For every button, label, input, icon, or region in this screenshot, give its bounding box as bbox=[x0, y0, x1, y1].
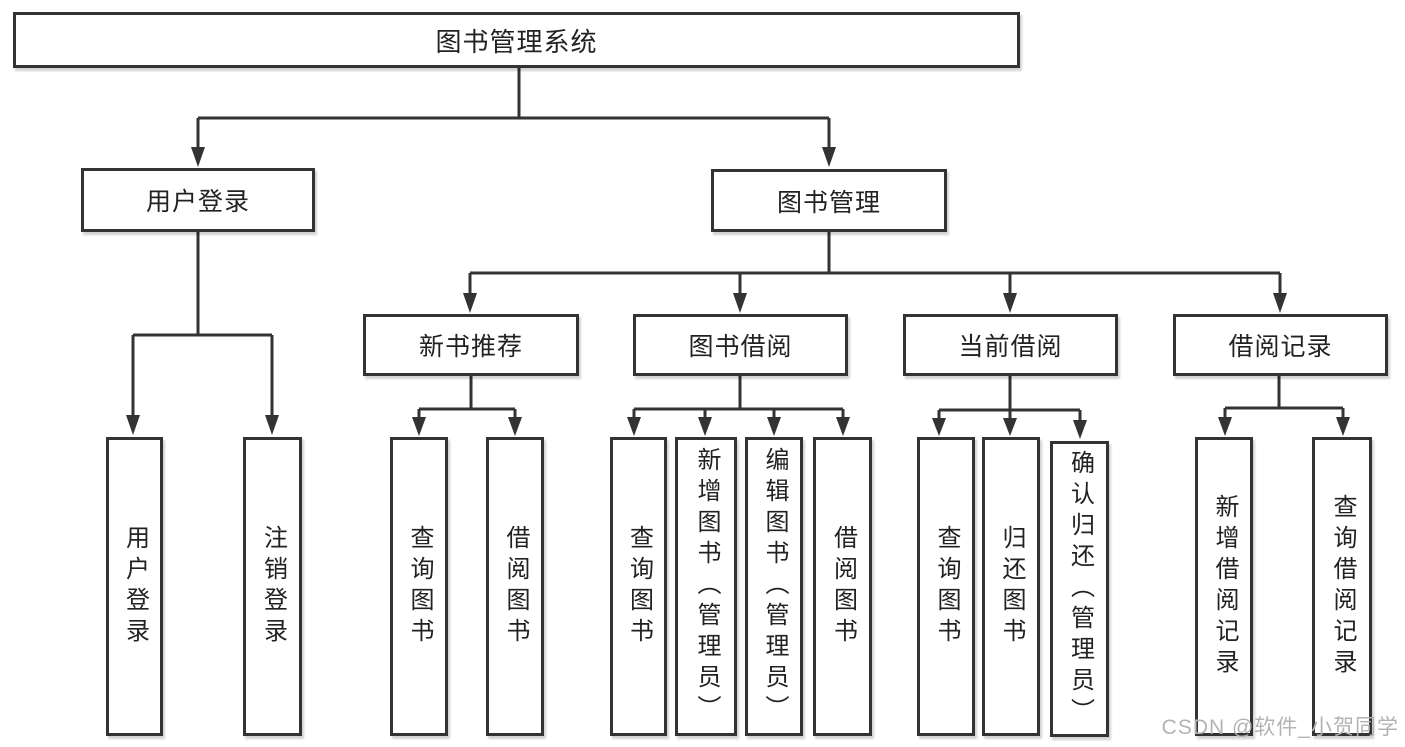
leaf-edit-books-admin: 编辑图书（管理员） bbox=[745, 437, 803, 736]
leaf-borrow-books-newbook: 借阅图书 bbox=[486, 437, 544, 736]
connector-book-borrow-branch bbox=[627, 376, 850, 436]
node-label: 借阅图书 bbox=[829, 524, 857, 649]
node-root-system: 图书管理系统 bbox=[13, 12, 1020, 68]
node-user-login: 用户登录 bbox=[81, 168, 315, 232]
node-label: 新增图书（管理员） bbox=[693, 447, 720, 726]
connector-new-book-branch bbox=[412, 376, 522, 436]
node-book-mgmt: 图书管理 bbox=[711, 169, 947, 232]
node-label: 新增借阅记录 bbox=[1211, 493, 1238, 680]
arrowhead-icon bbox=[836, 417, 850, 436]
connector-book-mgmt-branch bbox=[463, 232, 1287, 313]
connector-borrow-record-branch bbox=[1218, 376, 1350, 436]
arrowhead-icon bbox=[126, 415, 140, 435]
node-borrow-record: 借阅记录 bbox=[1173, 314, 1388, 376]
leaf-query-borrow-record: 查询借阅记录 bbox=[1312, 437, 1372, 736]
arrowhead-icon bbox=[265, 415, 279, 435]
node-label: 用户登录 bbox=[121, 524, 149, 649]
node-label: 借阅图书 bbox=[502, 524, 529, 649]
node-label: 查询图书 bbox=[933, 524, 960, 649]
arrowhead-icon bbox=[1273, 293, 1287, 313]
arrowhead-icon bbox=[508, 417, 522, 436]
leaf-return-books: 归还图书 bbox=[982, 437, 1040, 736]
arrowhead-icon bbox=[1003, 418, 1017, 436]
arrowhead-icon bbox=[822, 147, 836, 167]
node-current-borrow: 当前借阅 bbox=[903, 314, 1118, 376]
leaf-add-books-admin: 新增图书（管理员） bbox=[675, 437, 737, 736]
node-label: 借阅记录 bbox=[1228, 333, 1333, 361]
arrowhead-icon bbox=[1003, 293, 1017, 313]
node-book-borrow: 图书借阅 bbox=[633, 314, 848, 376]
csdn-watermark: CSDN @软件_小贺同学 bbox=[1161, 716, 1399, 739]
node-label: 图书借阅 bbox=[688, 333, 793, 361]
leaf-query-books-newbook: 查询图书 bbox=[390, 437, 448, 736]
arrowhead-icon bbox=[1073, 420, 1087, 439]
arrowhead-icon bbox=[932, 418, 946, 436]
node-label: 注销登录 bbox=[259, 524, 287, 649]
node-label: 编辑图书（管理员） bbox=[761, 447, 788, 726]
leaf-add-borrow-record: 新增借阅记录 bbox=[1195, 437, 1253, 736]
node-label: 查询图书 bbox=[625, 524, 653, 649]
connector-user-login-branch bbox=[126, 232, 279, 435]
node-label: 查询图书 bbox=[406, 524, 433, 649]
leaf-user-login: 用户登录 bbox=[106, 437, 163, 736]
node-label: 图书管理系统 bbox=[435, 26, 598, 57]
arrowhead-icon bbox=[698, 417, 712, 436]
arrowhead-icon bbox=[463, 293, 477, 313]
arrowhead-icon bbox=[733, 293, 747, 313]
node-label: 确认归还（管理员） bbox=[1066, 449, 1094, 729]
leaf-logout: 注销登录 bbox=[243, 437, 302, 736]
leaf-borrow-books: 借阅图书 bbox=[813, 437, 872, 736]
arrowhead-icon bbox=[191, 147, 205, 167]
arrowhead-icon bbox=[627, 417, 641, 436]
connector-root-to-level1 bbox=[191, 68, 836, 167]
node-label: 用户登录 bbox=[145, 188, 250, 216]
connector-current-borrow-branch bbox=[932, 376, 1087, 439]
arrowhead-icon bbox=[1218, 417, 1232, 436]
node-label: 当前借阅 bbox=[958, 333, 1063, 361]
node-label: 新书推荐 bbox=[418, 333, 523, 361]
leaf-query-books-current: 查询图书 bbox=[917, 437, 975, 736]
arrowhead-icon bbox=[1336, 417, 1350, 436]
arrowhead-icon bbox=[767, 417, 781, 436]
leaf-confirm-return-admin: 确认归还（管理员） bbox=[1050, 441, 1109, 737]
node-new-book-rec: 新书推荐 bbox=[363, 314, 579, 376]
node-label: 归还图书 bbox=[998, 524, 1025, 649]
node-label: 图书管理 bbox=[776, 188, 881, 217]
leaf-query-books-borrow: 查询图书 bbox=[610, 437, 667, 736]
node-label: 查询借阅记录 bbox=[1329, 493, 1356, 680]
arrowhead-icon bbox=[412, 417, 426, 436]
